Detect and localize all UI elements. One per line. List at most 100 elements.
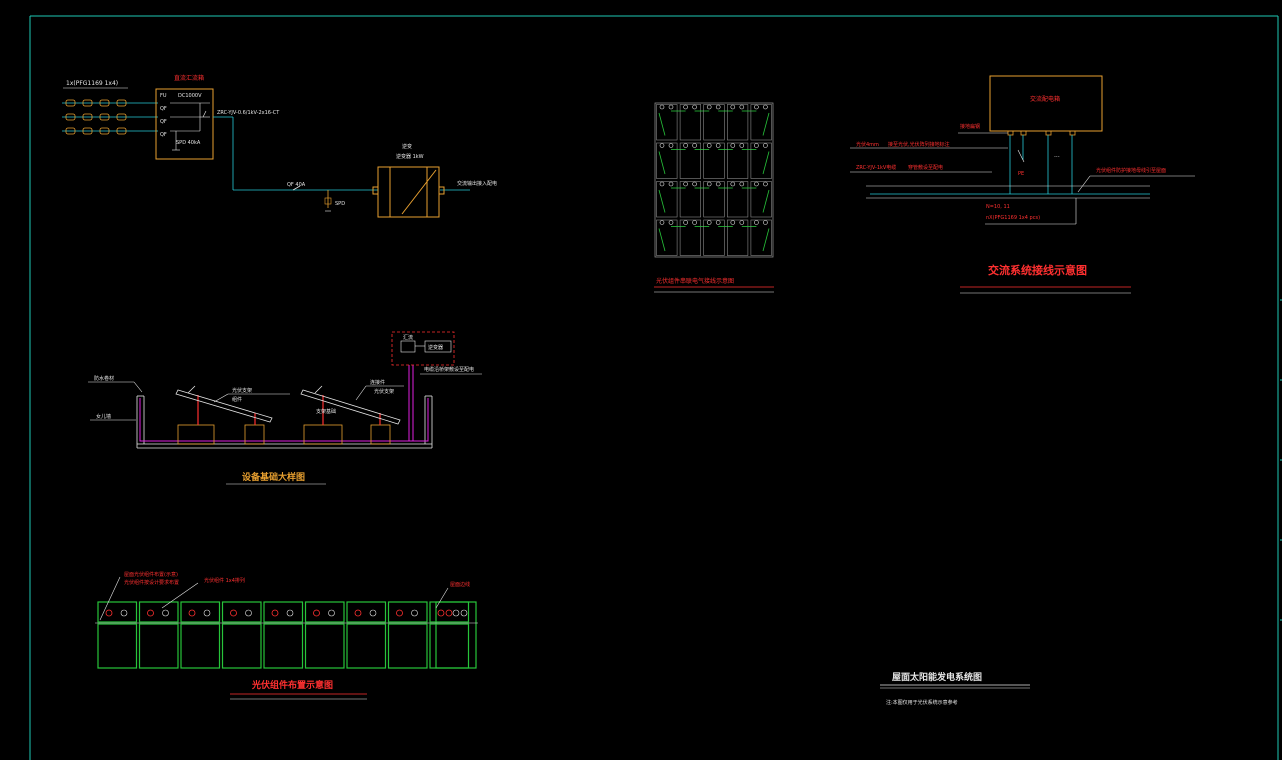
wiring-terminal [659,220,665,225]
qf-label-3: QF [160,132,167,138]
panel-wiring-title: 光伏组件串联电气接线示意图 [656,277,734,285]
wiring-terminal [683,143,688,148]
wiring-terminal [739,104,745,110]
layout-module-top [387,601,428,623]
layout-terminal [437,609,445,617]
wiring-terminal [659,104,665,110]
wiring-terminal [706,181,712,187]
wiring-module [679,219,701,256]
layout-module-top [180,601,221,623]
wiring-module [726,142,749,179]
wiring-terminal [706,143,712,148]
ac-grid-diagram: 交流配电箱 接地扁钢 光伏4mm 接至光伏,光伏阵列接地标注 ZRC-YJV-1… [850,75,1195,294]
layout-note-4: 屋面边线 [450,581,470,588]
wiring-module [703,181,725,218]
spd-label: SPD 40kA [176,140,201,146]
wiring-grid-frame [654,102,774,258]
layout-module-bottom [263,623,304,669]
layout-module-top [138,601,179,623]
ground-label: 接地扁钢 [960,123,980,130]
mid-note-4: 光伏支架 [374,388,394,395]
layout-module-bottom [387,623,428,669]
left-note-1: 防水卷材 [94,375,114,382]
mid-note-2: 组件 [232,396,242,403]
wiring-terminal [668,143,674,148]
cable-label: ZRC-YJV-0.6/1kV-2x16-CT [217,110,280,116]
wiring-terminal [692,143,697,148]
layout-terminal [313,609,320,617]
string-label: 1x(PFG1169 1x4) [66,80,118,87]
zrc-label: ZRC-YJV-1kV电缆 [856,164,896,171]
layout-terminal [120,609,128,617]
fu-label: FU [160,93,167,99]
wiring-terminal [715,220,721,225]
wiring-diagonal [762,112,770,136]
equipment-dashed-box [391,331,455,366]
wiring-terminal [730,104,736,110]
ac-grid-title: 交流系统接线示意图 [988,263,1087,277]
layout-terminal [105,609,113,617]
pv-strings [62,99,158,135]
wiring-terminal [668,104,674,110]
panel-wiring-diagram: 光伏组件串联电气接线示意图 [654,102,774,293]
wiring-module [750,219,772,256]
mount-section-title: 设备基础大样图 [242,471,305,483]
wiring-terminal [683,220,688,225]
layout-terminal [245,609,252,617]
wiring-module [656,219,678,256]
sheet-title: 屋面太阳能发电系统图 [892,671,982,683]
wiring-module [656,181,678,218]
wiring-terminal [763,143,768,148]
qf-label-1: QF [160,106,167,112]
wiring-terminal [739,220,745,225]
layout-plan-title: 光伏组件布置示意图 [251,679,333,691]
combiner-box [155,88,214,160]
wiring-terminal [754,143,759,148]
mid-note-3: 连接件 [370,379,385,386]
dots-label: ... [1054,152,1060,159]
wiring-terminal [763,104,768,110]
wiring-module [656,104,678,141]
layout-terminal [452,609,460,617]
cable-note: 接至光伏,光伏阵列接地标注 [888,141,950,148]
ac-distribution-box [989,75,1103,132]
layout-module-bottom [97,623,138,669]
layout-module-top [263,601,304,623]
wiring-terminal [715,104,721,110]
qf-label-2: QF [160,119,167,125]
layout-terminal [369,609,377,617]
pe-label: PE [1018,171,1024,177]
layout-terminal [354,609,362,617]
layout-terminal [188,609,196,617]
box-right-label: 逆变器 [428,344,443,351]
layout-module-top [221,601,262,623]
inverter-symbol [372,166,445,218]
combiner-box-title: 直流汇流箱 [174,74,204,82]
n-label: N=10, 11 [986,204,1010,210]
wiring-module [726,219,749,256]
layout-module-bottom [304,623,345,669]
wiring-module [679,142,701,179]
wiring-module [726,181,749,218]
zrc-note: 穿管敷设至配电 [908,164,943,171]
wiring-terminal [730,220,736,225]
rating-label: DC1000V [178,93,202,99]
wiring-terminal [683,104,688,110]
right-note: 光伏组件防护接地母线引至屋面 [1096,167,1166,174]
layout-note-1: 屋面光伏组件布置(示意) [124,571,178,578]
sheet-note: 注:本图仅用于光伏系统示意参考 [886,699,958,706]
dc-combiner-diagram: 1x(PFG1169 1x4) 直流汇流箱 FU DC1000V QF QF Q… [62,74,497,218]
inverter-title: 逆变 [402,143,412,150]
layout-module-bottom [138,623,179,669]
wiring-module [703,219,725,256]
inverter-sub: 逆变器 1kW [396,153,424,160]
wiring-diagonal [658,228,666,252]
wiring-module [750,104,772,141]
breaker-label: QF 40A [287,182,306,188]
wiring-terminal [668,181,674,187]
layout-module-top [97,601,138,623]
mount-section-diagram: 汇流 逆变器 防水卷材 女儿墙 光伏支架 组件 连接件 光伏支架 支架基础 电缆… [88,331,482,485]
wiring-terminal [739,143,745,148]
wiring-module [679,181,701,218]
layout-terminal [230,609,237,617]
